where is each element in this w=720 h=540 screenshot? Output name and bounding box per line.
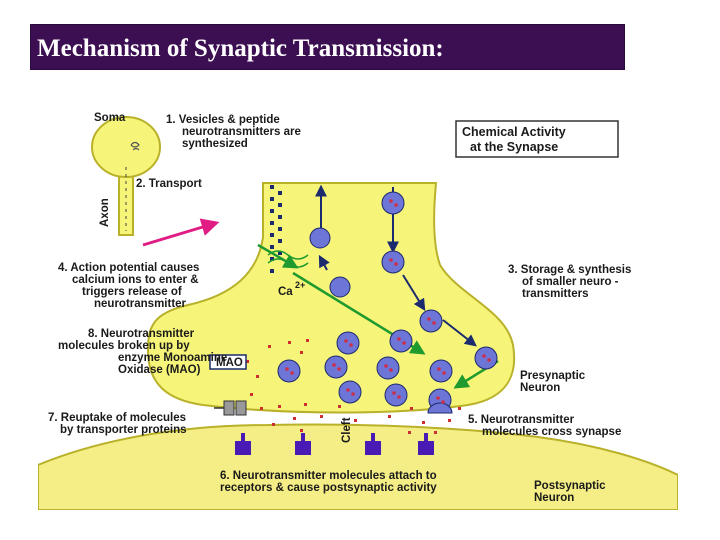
svg-text:6. Neurotransmitter molecules: 6. Neurotransmitter molecules attach to (220, 470, 437, 482)
svg-text:7. Reuptake of molecules: 7. Reuptake of molecules (48, 412, 186, 424)
svg-text:neurotransmitter: neurotransmitter (94, 298, 187, 310)
receptors (235, 433, 434, 455)
step-3-label: 3. Storage & synthesis of smaller neuro … (508, 264, 631, 300)
mao-box (209, 354, 247, 370)
svg-text:of smaller neuro -: of smaller neuro - (522, 276, 619, 288)
soma-label: Soma (94, 112, 126, 124)
arrow-calcium (318, 254, 330, 271)
synapse-diagram: MAO Chemical Activity at the Synapse Som… (37, 105, 679, 511)
box-title-line-2: at the Synapse (470, 140, 558, 154)
vesicles (277, 191, 498, 414)
svg-text:8. Neurotransmitter: 8. Neurotransmitter (88, 328, 195, 340)
arrow-pink-action-potential (142, 218, 220, 247)
postsynaptic-neuron (37, 423, 679, 511)
svg-text:calcium ions to enter &: calcium ions to enter & (72, 274, 199, 286)
step-2-label: 2. Transport (136, 178, 202, 190)
vesicle-dots (285, 199, 491, 404)
cleft-label: Cleft (341, 417, 353, 443)
svg-text:neurotransmitters are: neurotransmitters are (182, 126, 301, 138)
svg-text:molecules broken up by: molecules broken up by (58, 340, 190, 352)
svg-text:by transporter proteins: by transporter proteins (60, 424, 187, 436)
svg-text:Neuron: Neuron (534, 492, 574, 504)
svg-text:3. Storage & synthesis: 3. Storage & synthesis (508, 264, 631, 276)
box-title-line-1: Chemical Activity (462, 125, 566, 139)
arrow-storage-2 (442, 319, 477, 347)
step-5-label: 5. Neurotransmitter molecules cross syna… (468, 414, 621, 438)
chemical-activity-box (455, 120, 619, 158)
step-8-label: 8. Neurotransmitter molecules broken up … (58, 328, 227, 376)
arrow-storage (402, 274, 426, 312)
transporter-protein-icon (214, 400, 247, 416)
transport-track (270, 185, 282, 273)
svg-text:4. Action potential causes: 4. Action potential causes (58, 262, 199, 274)
svg-text:synthesized: synthesized (182, 138, 248, 150)
title-bar: Mechanism of Synaptic Transmission: (30, 24, 625, 70)
calcium-charge: 2+ (295, 280, 305, 290)
svg-text:receptors & cause postsynaptic: receptors & cause postsynaptic activity (220, 482, 437, 494)
synapse-diagram-svg: MAO Chemical Activity at the Synapse Som… (37, 112, 679, 511)
step-4-label: 4. Action potential causes calcium ions … (58, 262, 199, 310)
svg-text:enzyme Monoamine: enzyme Monoamine (118, 352, 227, 364)
postsynaptic-neuron-label: Postsynaptic Neuron (534, 480, 606, 504)
step-7-label: 7. Reuptake of molecules by transporter … (48, 412, 187, 436)
page-title: Mechanism of Synaptic Transmission: (37, 35, 444, 62)
svg-text:Neuron: Neuron (520, 382, 560, 394)
svg-text:transmitters: transmitters (522, 288, 588, 300)
presynaptic-neuron-label: Presynaptic Neuron (520, 370, 586, 394)
mao-label: MAO (216, 357, 243, 369)
step-1-label: 1. Vesicles & peptide neurotransmitters … (166, 114, 301, 150)
svg-text:Oxidase (MAO): Oxidase (MAO) (118, 364, 201, 376)
golgi-icon (130, 141, 140, 151)
axon-label: Axon (99, 198, 111, 227)
svg-text:molecules cross synapse: molecules cross synapse (482, 426, 621, 438)
svg-text:Presynaptic: Presynaptic (520, 370, 586, 382)
calcium-label: Ca (278, 286, 293, 298)
step-6-label: 6. Neurotransmitter molecules attach to … (220, 470, 437, 494)
svg-text:triggers release of: triggers release of (82, 286, 182, 298)
svg-text:1. Vesicles & peptide: 1. Vesicles & peptide (166, 114, 280, 126)
calcium-channel-icon (267, 250, 309, 268)
svg-text:Postsynaptic: Postsynaptic (534, 480, 606, 492)
neurotransmitter-molecules (246, 339, 461, 434)
svg-text:5. Neurotransmitter: 5. Neurotransmitter (468, 414, 575, 426)
